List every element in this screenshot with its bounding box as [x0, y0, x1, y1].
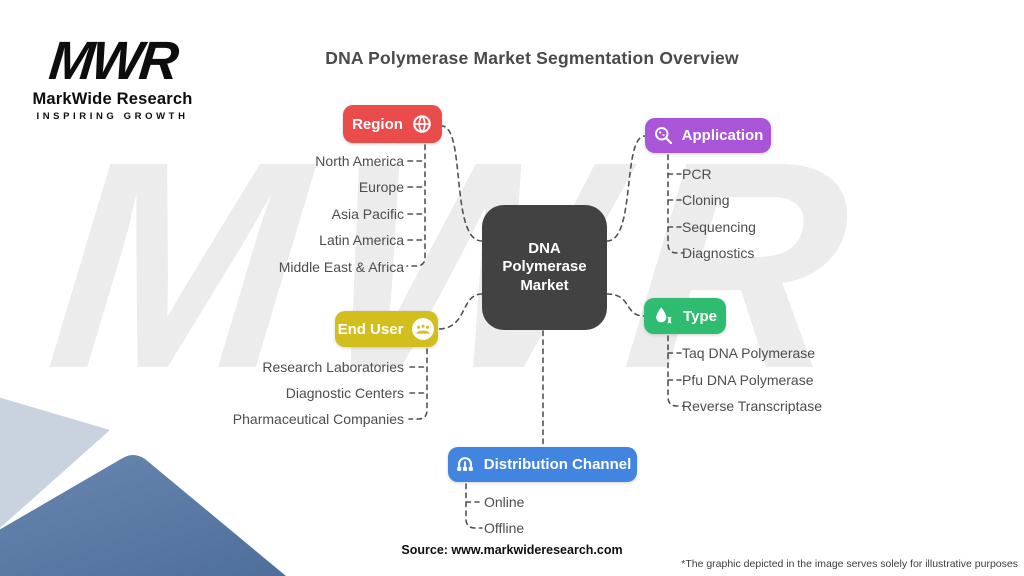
region-item: North America: [315, 153, 404, 169]
center-node-label: DNA Polymerase Market: [502, 240, 587, 294]
region-item: Asia Pacific: [331, 205, 404, 222]
end-user-item: Diagnostic Centers: [285, 385, 404, 401]
application-node: Application: [645, 118, 771, 153]
application-label: Application: [681, 127, 764, 144]
region-item: Middle East & Africa: [278, 258, 404, 275]
type-item: Reverse Transcriptase: [682, 398, 823, 415]
end-user-item: Research Laboratories: [262, 359, 404, 375]
page-title: DNA Polymerase Market Segmentation Overv…: [325, 48, 739, 68]
end-user-item: Pharmaceutical Companies: [232, 411, 404, 427]
markwide-logo: MWR MarkWide Research INSPIRING GROWTH: [30, 31, 195, 122]
region-label: Region: [352, 115, 403, 133]
triangle-dark: [0, 455, 286, 576]
end-user-items: Research Laboratories Diagnostic Centers…: [150, 354, 404, 432]
region-items: North America Europe Asia Pacific Latin …: [150, 148, 404, 280]
application-items: PCR Cloning Sequencing Diagnostics: [682, 161, 902, 267]
logo-tagline: INSPIRING GROWTH: [36, 111, 189, 122]
distribution-channel-node: Distribution Channel: [448, 447, 637, 482]
disclaimer-text: *The graphic depicted in the image serve…: [681, 558, 1018, 570]
magnifier-dna-icon: [653, 125, 674, 146]
region-item: Latin America: [319, 232, 404, 249]
network-icon: [454, 454, 476, 476]
globe-icon: [411, 113, 433, 135]
distribution-channel-label: Distribution Channel: [483, 456, 632, 473]
type-label: Type: [683, 307, 717, 325]
type-item: Pfu DNA Polymerase: [682, 371, 814, 388]
logo-name: MarkWide Research: [32, 90, 193, 108]
type-item: Taq DNA Polymerase: [682, 345, 816, 361]
application-item: PCR: [682, 166, 712, 182]
distribution-item: Offline: [484, 520, 525, 536]
triangle-light: [0, 397, 110, 528]
region-node: Region: [343, 105, 442, 143]
region-item: Europe: [358, 179, 404, 196]
application-item: Cloning: [682, 192, 730, 209]
application-item: Diagnostics: [682, 245, 755, 262]
people-icon: [411, 317, 435, 341]
type-items: Taq DNA Polymerase Pfu DNA Polymerase Re…: [682, 340, 902, 420]
distribution-item: Online: [484, 494, 525, 510]
distribution-items: Online Offline: [484, 489, 644, 541]
end-user-node: End User: [335, 311, 438, 347]
application-item: Sequencing: [682, 218, 756, 235]
end-user-label: End User: [337, 320, 404, 338]
source-text: Source: www.markwideresearch.com: [401, 543, 623, 557]
type-node: Type: [644, 298, 726, 334]
droplet-dna-icon: [653, 305, 675, 327]
center-node-dna-polymerase-market: DNA Polymerase Market: [482, 205, 607, 330]
